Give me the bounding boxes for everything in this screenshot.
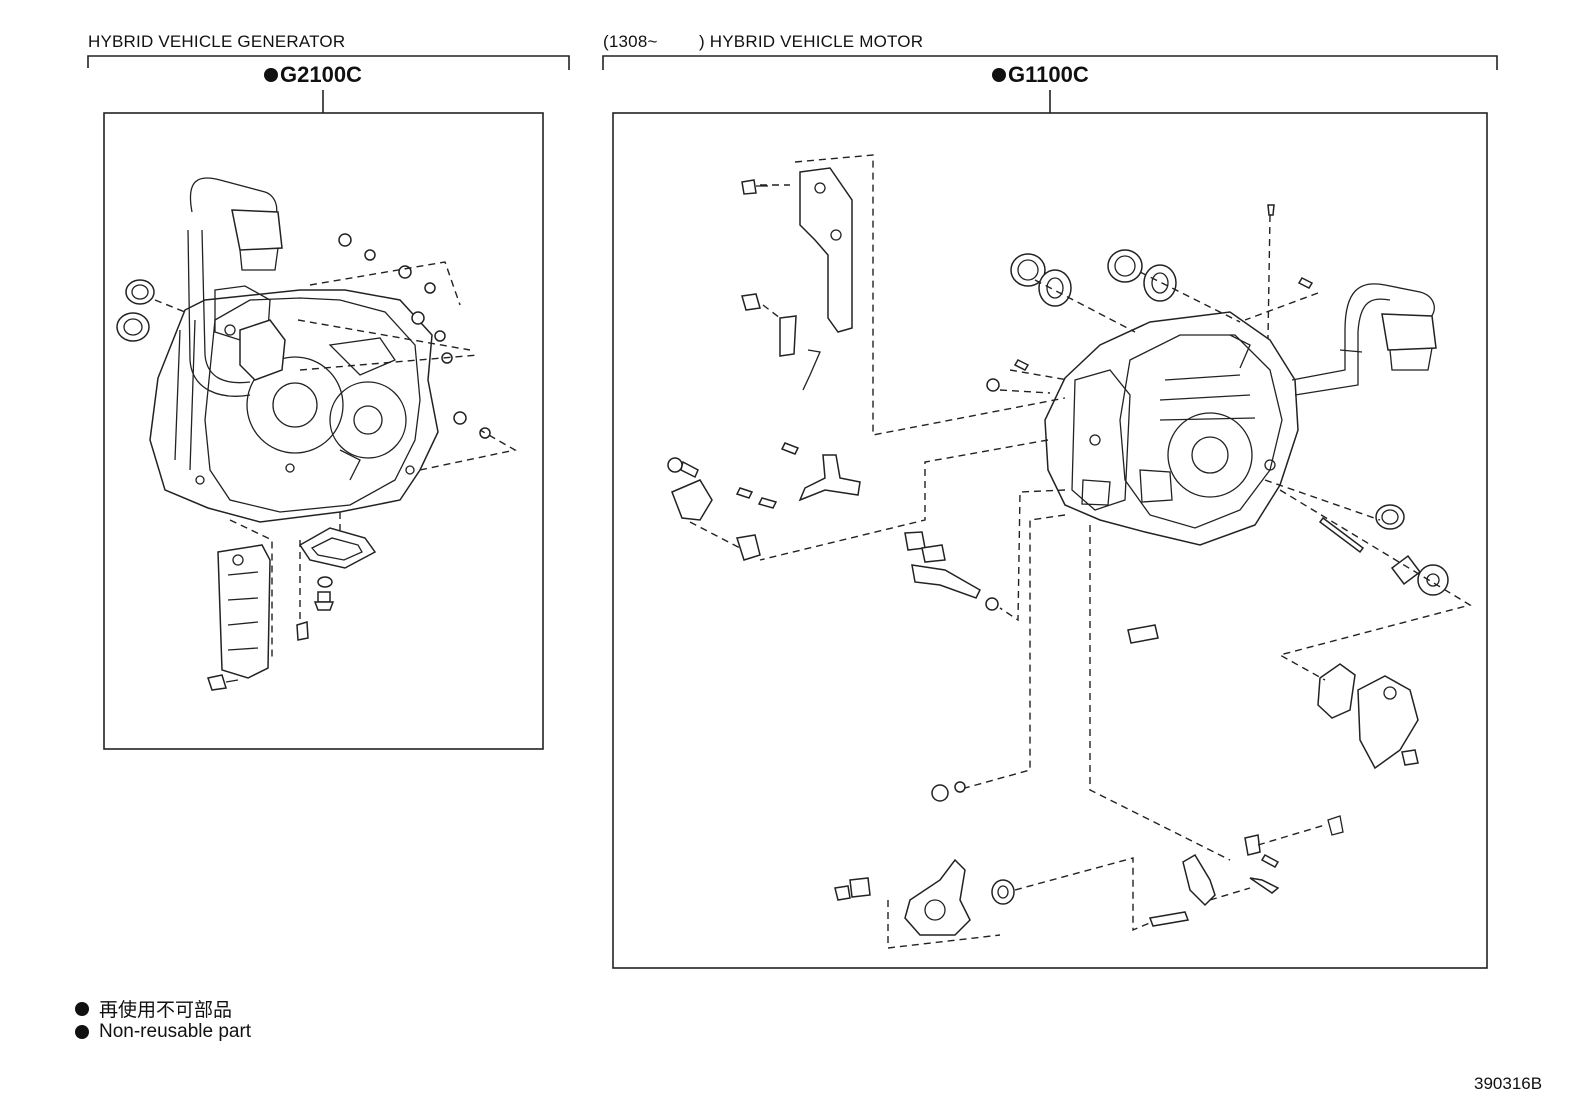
- generator-bracket: [87, 55, 570, 113]
- motor-pins-and-seals[interactable]: [986, 204, 1449, 644]
- non-reusable-dot-icon: [264, 68, 278, 82]
- motor-left-linkage[interactable]: [667, 442, 861, 561]
- motor-housing[interactable]: [1044, 311, 1299, 546]
- motor-right-sensor[interactable]: [1317, 663, 1419, 770]
- generator-bolts[interactable]: [338, 233, 491, 439]
- motor-header: ) HYBRID VEHICLE MOTOR: [699, 32, 924, 51]
- non-reusable-dot-icon: [992, 68, 1006, 82]
- generator-frame: [103, 112, 544, 750]
- generator-guide-lines: [154, 261, 517, 660]
- motor-upper-bracket[interactable]: [741, 167, 853, 391]
- motor-bracket: [602, 55, 1498, 113]
- generator-header: HYBRID VEHICLE GENERATOR: [88, 32, 346, 51]
- motor-shift-lever[interactable]: [904, 531, 999, 611]
- motor-lower-parts[interactable]: [834, 781, 1344, 936]
- motor-guide-lines: [689, 154, 1472, 949]
- generator-small-parts[interactable]: [207, 576, 335, 691]
- generator-cable[interactable]: [187, 177, 286, 397]
- generator-part-code[interactable]: G2100C: [264, 62, 362, 88]
- legend-japanese: 再使用不可部品: [75, 995, 232, 1022]
- motor-bearings[interactable]: [1010, 249, 1177, 307]
- generator-side-cover[interactable]: [217, 544, 271, 679]
- motor-cable[interactable]: [1291, 283, 1437, 396]
- non-reusable-dot-icon: [75, 1001, 89, 1016]
- non-reusable-dot-icon: [75, 1025, 89, 1039]
- motor-header-prefix: (1308~: [603, 32, 658, 51]
- legend-english: Non-reusable part: [75, 1021, 251, 1043]
- motor-part-code[interactable]: G1100C: [992, 62, 1089, 88]
- generator-seals[interactable]: [116, 279, 155, 342]
- generator-cover-gasket[interactable]: [298, 527, 377, 569]
- diagram-reference-number: 390316B: [1474, 1074, 1543, 1093]
- generator-housing[interactable]: [149, 285, 439, 523]
- motor-frame: [612, 112, 1488, 969]
